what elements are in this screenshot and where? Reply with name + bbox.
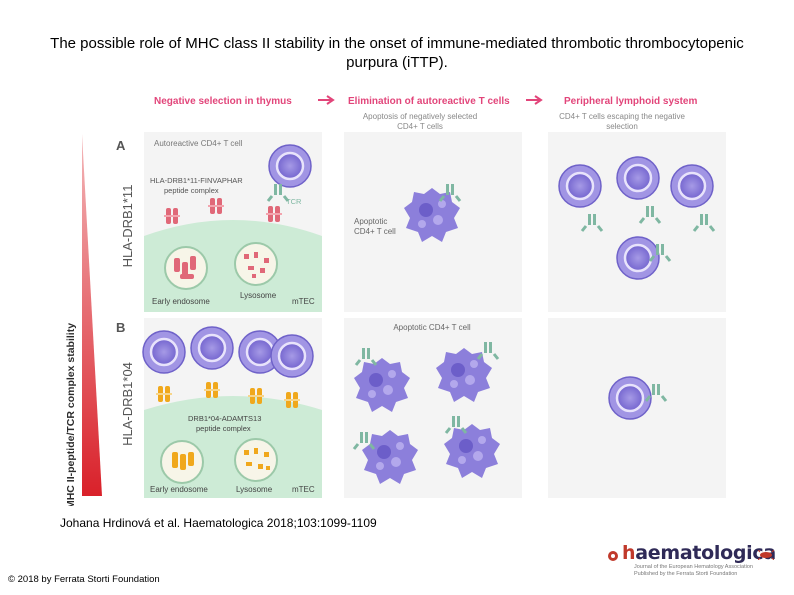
header-peripheral: Peripheral lymphoid system	[564, 96, 697, 107]
autoreactive-label: Autoreactive CD4+ T cell	[154, 139, 243, 148]
complex-a-line2: peptide complex	[164, 186, 219, 195]
subheader-apoptosis-line2: CD4+ T cells	[397, 122, 443, 131]
journal-subtitle-2: Published by the Ferrata Storti Foundati…	[634, 571, 738, 577]
subheader-escaping-line2: selection	[606, 122, 638, 131]
apoptotic-a-line2: CD4+ T cell	[354, 227, 396, 236]
panel-a-letter: A	[116, 138, 126, 153]
lysosome-a	[234, 242, 278, 286]
mtec-b-label: mTEC	[292, 485, 315, 494]
endosome-peptides-icon	[172, 452, 194, 470]
lysosome-a-label: Lysosome	[240, 291, 277, 300]
lysosome-fragments-icon	[244, 252, 269, 278]
early-endosome-b-label: Early endosome	[150, 485, 208, 494]
stability-gradient-wedge	[82, 134, 102, 496]
copyright: © 2018 by Ferrata Storti Foundation	[8, 574, 160, 585]
complex-a-line1: HLA-DRB1*11-FINVAPHAR	[150, 176, 243, 185]
arrow-icon	[318, 95, 335, 105]
logo-mark-icon	[608, 551, 618, 561]
early-endosome-a-label: Early endosome	[152, 297, 210, 306]
autoreactive-tcell-icon	[267, 143, 313, 189]
lysosome-b-label: Lysosome	[236, 485, 273, 494]
panel-a-allele: HLA-DRB1*11	[120, 185, 135, 268]
complex-b-line2: peptide complex	[196, 424, 251, 433]
lysosome-b	[234, 438, 278, 482]
subheader-escaping-line1: CD4+ T cells escaping the negative	[559, 112, 685, 121]
apoptotic-a-line1: Apoptotic	[354, 217, 387, 226]
lysosome-fragments-icon	[244, 448, 270, 470]
header-elimination: Elimination of autoreactive T cells	[348, 96, 510, 107]
journal-subtitle-1: Journal of the European Hematology Assoc…	[634, 564, 753, 570]
journal-name: haematologica	[622, 542, 776, 564]
tcell-icon	[189, 325, 235, 371]
apoptotic-b-label: Apoptotic CD4+ T cell	[393, 323, 471, 332]
tcell-icon	[269, 333, 315, 379]
mhc-stability-diagram: Negative selection in thymus Elimination…	[65, 95, 726, 506]
logo-bug-icon	[758, 550, 774, 560]
complex-b-line1: DRB1*04-ADAMTS13	[188, 414, 261, 423]
escaping-tcell-icon	[607, 375, 653, 421]
escaping-tcell-icon	[669, 163, 715, 209]
citation: Johana Hrdinová et al. Haematologica 201…	[60, 516, 377, 530]
stability-axis-label: MHC II-peptide/TCR complex stability	[65, 323, 77, 506]
escaping-tcell-icon	[557, 163, 603, 209]
panel-b-allele: HLA-DRB1*04	[120, 362, 135, 446]
tcell-icon	[141, 329, 187, 375]
escaping-tcell-icon	[615, 155, 661, 201]
subheader-apoptosis-line1: Apoptosis of negatively selected	[363, 112, 477, 121]
tcr-label: TCR	[286, 197, 302, 206]
endosome-peptides-icon	[174, 256, 196, 279]
mtec-a-label: mTEC	[292, 297, 315, 306]
journal-logo: haematologica Journal of the European He…	[598, 540, 782, 580]
panel-b-letter: B	[116, 320, 125, 335]
header-negative-selection: Negative selection in thymus	[154, 96, 292, 107]
arrow-icon	[526, 95, 543, 105]
slide-title: The possible role of MHC class II stabil…	[50, 35, 744, 71]
